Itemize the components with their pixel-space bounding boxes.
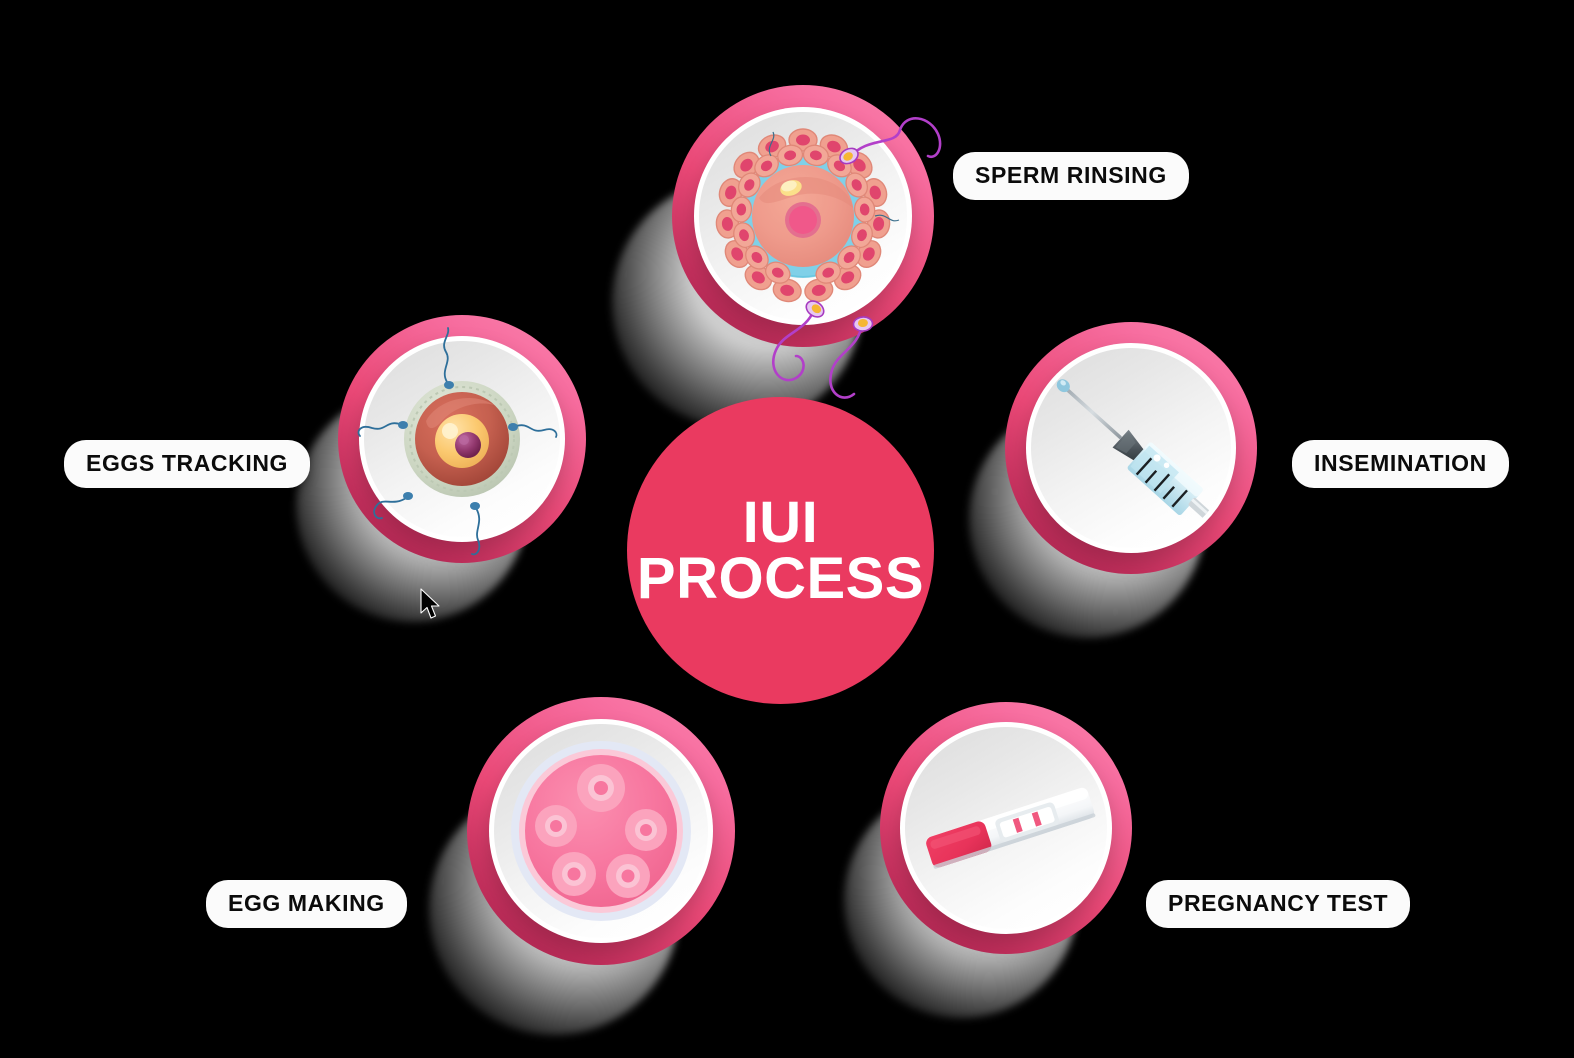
step-label-text: PREGNANCY TEST [1168, 890, 1389, 916]
center-hub-line2: PROCESS [636, 545, 925, 611]
step-label-text: EGGS TRACKING [86, 450, 289, 476]
ovary-follicles-icon [494, 724, 708, 938]
node-disc [699, 112, 907, 320]
step-label-pregnancy-test[interactable]: PREGNANCY TEST [1146, 880, 1411, 928]
node-ring [467, 697, 735, 965]
node-inner-white [694, 107, 912, 325]
step-node-pregnancy-test[interactable] [830, 680, 1160, 1018]
node-inner-white [359, 336, 565, 542]
step-node-insemination[interactable] [955, 300, 1285, 640]
node-disc [494, 724, 708, 938]
node-inner-white [900, 722, 1112, 934]
pregnancy-test-stick-icon [905, 727, 1107, 929]
node-ring [1005, 322, 1257, 574]
node-ring [880, 702, 1132, 954]
node-ring [672, 85, 934, 347]
step-label-text: INSEMINATION [1314, 450, 1487, 476]
node-inner-white [489, 719, 713, 943]
node-disc [905, 727, 1107, 929]
node-ring [338, 315, 586, 563]
step-label-sperm-rinsing[interactable]: SPERM RINSING [953, 152, 1189, 200]
center-hub-text: IUI PROCESS [636, 489, 925, 611]
syringe-icon [1031, 348, 1231, 548]
step-label-egg-making[interactable]: EGG MAKING [206, 880, 407, 928]
center-hub-line1: IUI [742, 489, 819, 555]
step-label-text: EGG MAKING [228, 890, 385, 916]
step-node-egg-making[interactable] [415, 675, 765, 1035]
egg-cell-corona-radiata-icon [699, 112, 907, 320]
step-node-eggs-tracking[interactable] [290, 290, 620, 630]
center-hub[interactable]: IUI PROCESS [627, 397, 934, 704]
node-disc [364, 341, 560, 537]
ovum-with-sperm-icon [364, 341, 560, 537]
node-inner-white [1026, 343, 1236, 553]
step-label-eggs-tracking[interactable]: EGGS TRACKING [64, 440, 311, 488]
step-label-insemination[interactable]: INSEMINATION [1292, 440, 1509, 488]
step-label-text: SPERM RINSING [975, 162, 1167, 188]
mouse-pointer [418, 588, 444, 624]
node-disc [1031, 348, 1231, 548]
